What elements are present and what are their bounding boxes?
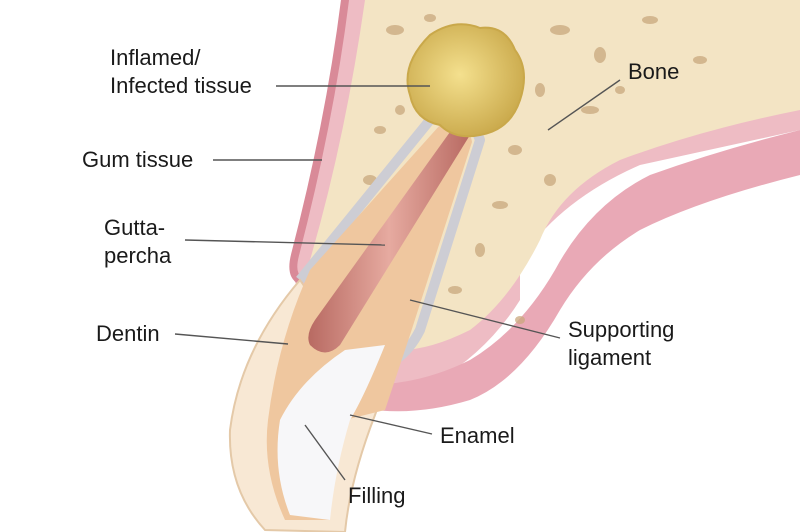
gum-tissue-lower	[365, 130, 800, 412]
leader-ligament	[409, 299, 561, 339]
leader-enamel	[349, 414, 433, 435]
leader-gutta	[184, 239, 386, 246]
label-bone: Bone	[628, 59, 680, 84]
leader-lines	[174, 79, 621, 481]
leader-dentin	[174, 333, 289, 345]
gutta-percha	[308, 125, 470, 353]
leader-bone	[547, 79, 621, 131]
label-gutta-percha: Gutta- percha	[104, 214, 171, 270]
gum-edge	[289, 0, 349, 284]
infected-tissue	[406, 23, 525, 138]
label-gutta-line1: Gutta-	[104, 215, 166, 240]
label-inflamed-tissue: Inflamed/ Infected tissue	[110, 44, 252, 100]
label-supporting-ligament: Supporting ligament	[568, 316, 674, 372]
filling	[277, 345, 385, 520]
label-filling: Filling	[348, 483, 406, 508]
label-inflamed-line2: Infected tissue	[110, 73, 252, 98]
label-gum-tissue: Gum tissue	[82, 147, 194, 172]
label-ligament-line1: Supporting	[568, 317, 675, 342]
label-enamel: Enamel	[440, 423, 515, 448]
label-gutta-line2: percha	[104, 243, 172, 268]
label-dentin: Dentin	[96, 321, 160, 346]
leader-filling	[304, 424, 346, 481]
label-ligament-line2: ligament	[568, 345, 652, 370]
label-inflamed-line1: Inflamed/	[110, 45, 201, 70]
bone-pores	[363, 14, 707, 324]
